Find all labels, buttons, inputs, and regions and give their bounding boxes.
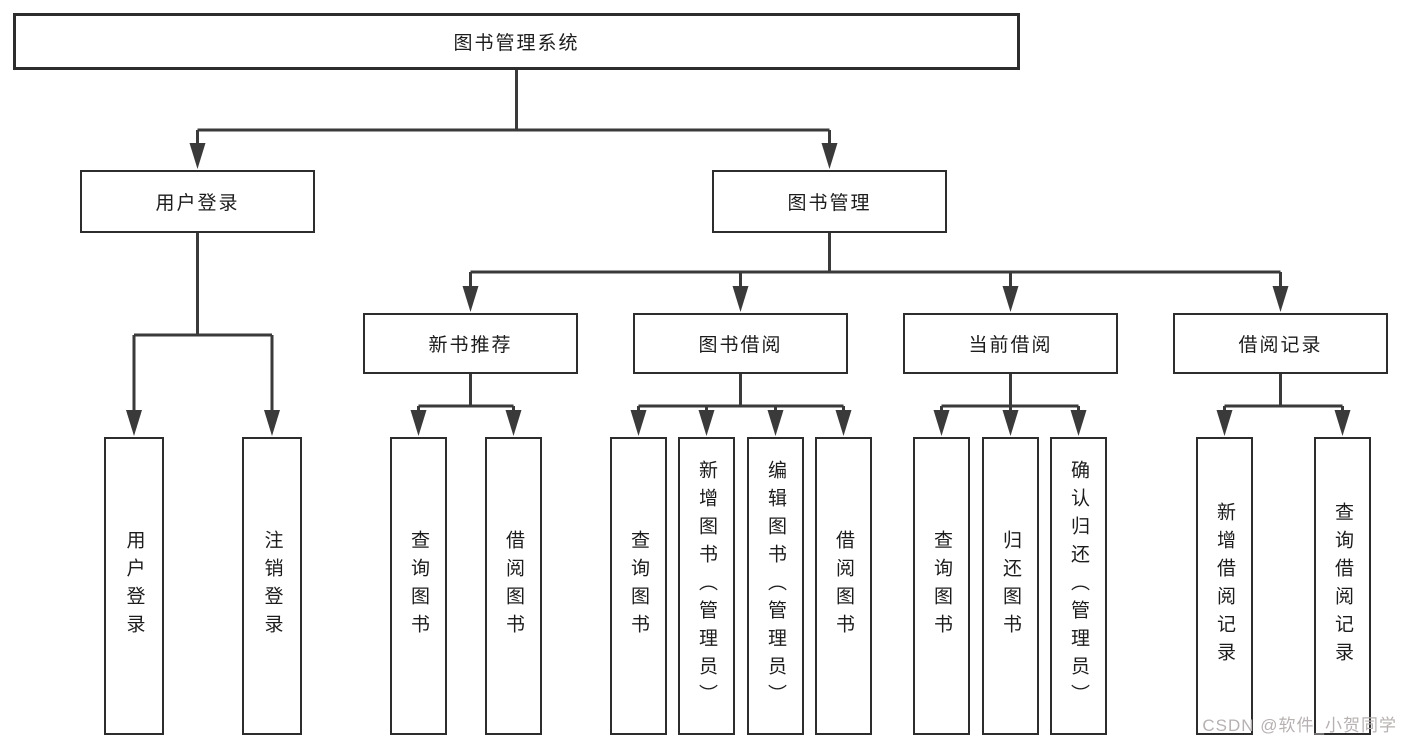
- arrowhead-icon: [630, 410, 647, 436]
- connector-current-to-leaves: [940, 373, 1080, 412]
- node-leaf-add-books-admin: 新增图书（管理员）: [678, 437, 735, 735]
- node-book-management: 图书管理: [712, 170, 947, 233]
- arrowhead-icon: [1002, 286, 1019, 312]
- arrowhead-icon: [933, 410, 950, 436]
- arrowhead-icon: [410, 410, 427, 436]
- node-leaf-confirm-return-admin: 确认归还（管理员）: [1050, 437, 1107, 735]
- arrowhead-icon: [1070, 410, 1087, 436]
- node-leaf-query-books-recommend: 查询图书: [390, 437, 447, 735]
- node-leaf-edit-books-admin: 编辑图书（管理员）: [747, 437, 804, 735]
- node-leaf-add-borrow-record: 新增借阅记录: [1196, 437, 1253, 735]
- node-leaf-return-books: 归还图书: [982, 437, 1039, 735]
- node-leaf-user-login: 用户登录: [104, 437, 164, 735]
- arrowhead-icon: [1002, 410, 1019, 436]
- node-leaf-borrow-books: 借阅图书: [815, 437, 872, 735]
- arrowhead-icon: [835, 410, 852, 436]
- arrowhead-icon: [1334, 410, 1351, 436]
- node-leaf-query-borrow-record: 查询借阅记录: [1314, 437, 1371, 735]
- node-new-book-recommend: 新书推荐: [363, 313, 578, 374]
- connector-records-to-leaves: [1223, 373, 1344, 412]
- connector-recommend-to-leaves: [417, 373, 515, 412]
- arrowhead-icon: [767, 410, 784, 436]
- arrowhead-icon: [189, 143, 206, 169]
- node-leaf-query-books-current: 查询图书: [913, 437, 970, 735]
- arrowhead-icon: [505, 410, 522, 436]
- node-library-system: 图书管理系统: [13, 13, 1020, 70]
- arrowhead-icon: [1272, 286, 1289, 312]
- arrowhead-icon: [732, 286, 749, 312]
- node-leaf-logout: 注销登录: [242, 437, 302, 735]
- connector-manage-to-level3: [469, 233, 1282, 288]
- connector-borrow-to-leaves: [637, 373, 845, 412]
- arrowhead-icon: [462, 286, 479, 312]
- arrowhead-icon: [698, 410, 715, 436]
- arrowhead-icon: [126, 410, 142, 436]
- arrowhead-icon: [264, 410, 280, 436]
- arrowhead-icon: [821, 143, 838, 169]
- connector-root-to-level2: [196, 70, 831, 146]
- node-book-borrowing: 图书借阅: [633, 313, 848, 374]
- node-leaf-query-books-borrow: 查询图书: [610, 437, 667, 735]
- node-user-login: 用户登录: [80, 170, 315, 233]
- connector-login-to-leaves: [132, 233, 274, 412]
- node-borrow-records: 借阅记录: [1173, 313, 1388, 374]
- node-leaf-borrow-books-recommend: 借阅图书: [485, 437, 542, 735]
- csdn-watermark: CSDN @软件_小贺同学: [1202, 716, 1397, 735]
- arrowhead-icon: [1216, 410, 1233, 436]
- node-current-borrowing: 当前借阅: [903, 313, 1118, 374]
